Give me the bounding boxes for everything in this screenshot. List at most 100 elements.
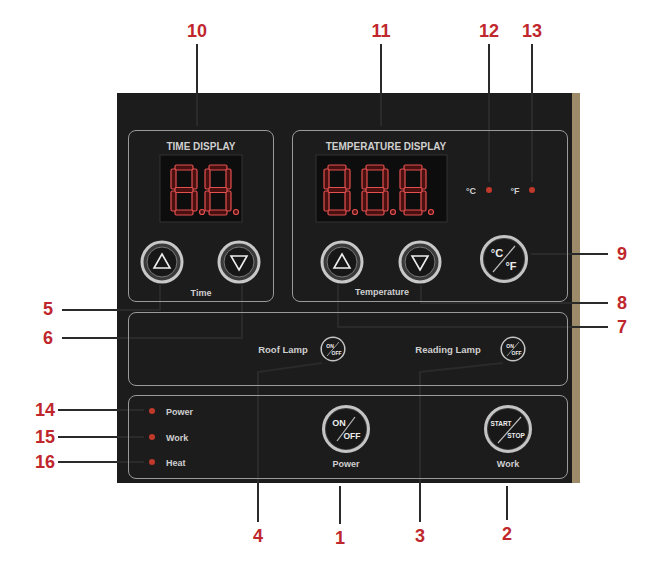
button-face [502, 338, 524, 360]
callout-number: 4 [253, 527, 263, 545]
temperature-digit [400, 165, 434, 215]
button-outline [322, 405, 370, 453]
work-led [149, 434, 155, 440]
unit-label: °F [510, 187, 519, 196]
leader-line [380, 44, 382, 126]
callout-number: 11 [371, 22, 390, 40]
button-face [327, 247, 357, 277]
leader-line [488, 44, 490, 182]
time-display-screen [160, 155, 242, 222]
time-digit [171, 165, 205, 215]
button-label: OFF [332, 350, 342, 355]
button-label: Work [497, 460, 519, 469]
button-ring [142, 242, 182, 282]
button-face [326, 409, 366, 449]
button-label: °F [505, 261, 516, 272]
button-face [224, 247, 254, 277]
wood-edge [572, 93, 580, 483]
button-face [405, 247, 435, 277]
button-face [147, 247, 177, 277]
leader-line [258, 363, 322, 522]
leader-lines [58, 44, 608, 524]
indicator-label: Heat [166, 459, 186, 468]
power-led [149, 408, 155, 414]
celsius-led [486, 187, 492, 193]
time-display-panel: TIME DISPLAYTime [128, 130, 274, 302]
callout-number: 16 [35, 453, 55, 471]
leader-line [58, 436, 144, 438]
leader-line [62, 285, 160, 310]
callout-number: 7 [617, 318, 627, 336]
time-down-button [219, 242, 259, 282]
indicator-label: Power [166, 408, 193, 417]
button-ring [321, 337, 345, 361]
button-ring [322, 242, 362, 282]
power-panel: PowerWorkHeatPowerWorkONOFFSTARTSTOP [128, 395, 568, 479]
callout-number: 1 [335, 529, 345, 547]
temperature-digit [324, 165, 358, 215]
leader-line [339, 486, 341, 524]
leader-line [531, 44, 533, 182]
up-arrow-symbol [154, 254, 170, 268]
indicator-label: Work [166, 434, 188, 443]
start-stop-button: STARTSTOP [484, 405, 532, 453]
temperature-display-screen [316, 155, 447, 222]
unit-label: °C [466, 187, 476, 196]
button-label: ON [332, 419, 346, 428]
leader-line [58, 461, 144, 463]
button-face [322, 338, 344, 360]
callout-number: 9 [617, 245, 627, 263]
callout-number: 13 [522, 22, 542, 40]
leader-line [421, 285, 608, 303]
heat-led [149, 459, 155, 465]
time-up-button [142, 242, 182, 282]
button-outline [484, 405, 532, 453]
panel-heading: TEMPERATURE DISPLAY [326, 142, 447, 152]
power-button: ONOFF [322, 405, 370, 453]
button-outline [480, 235, 528, 283]
lamp-panel: Roof LampReading LampONOFFONOFF [128, 312, 568, 386]
temperature-digit [362, 165, 396, 215]
panel-heading: TIME DISPLAY [166, 142, 235, 152]
button-ring [219, 242, 259, 282]
callout-number: 10 [187, 22, 207, 40]
segment-digits [171, 165, 434, 215]
callout-number: 12 [479, 22, 499, 40]
button-label: OFF [512, 350, 522, 355]
leader-line [506, 486, 508, 520]
button-label: Roof Lamp [258, 345, 308, 355]
button-label: ON [506, 344, 514, 349]
button-label: START [490, 421, 511, 428]
button-ring [324, 407, 369, 452]
button-label: Reading Lamp [415, 345, 480, 355]
callout-number: 15 [35, 428, 55, 446]
down-arrow-symbol [412, 256, 428, 270]
callout-number: 5 [43, 300, 53, 318]
control-panel-body [117, 93, 577, 483]
unit-toggle-button: °C°F [480, 235, 528, 283]
reading-lamp-button: ONOFF [500, 336, 526, 362]
button-face [484, 239, 524, 279]
leader-line [58, 409, 144, 411]
callout-number: 2 [502, 525, 512, 543]
fahrenheit-led [529, 187, 535, 193]
up-arrow-symbol [334, 254, 350, 268]
time-digit [205, 165, 239, 215]
button-ring [482, 237, 527, 282]
button-outline [500, 336, 526, 362]
temperature-down-button [400, 242, 440, 282]
down-arrow-symbol [231, 256, 247, 270]
temperature-display-panel: TEMPERATURE DISPLAY°C°FTemperature°C°F [292, 130, 568, 302]
button-label: ON [326, 344, 334, 349]
button-label: Power [332, 460, 359, 469]
callout-number: 6 [43, 329, 53, 347]
button-ring [486, 407, 531, 452]
callout-number: 8 [617, 294, 627, 312]
button-ring [501, 337, 525, 361]
leader-line [196, 44, 198, 126]
temperature-up-button [322, 242, 362, 282]
leader-line [531, 253, 608, 255]
